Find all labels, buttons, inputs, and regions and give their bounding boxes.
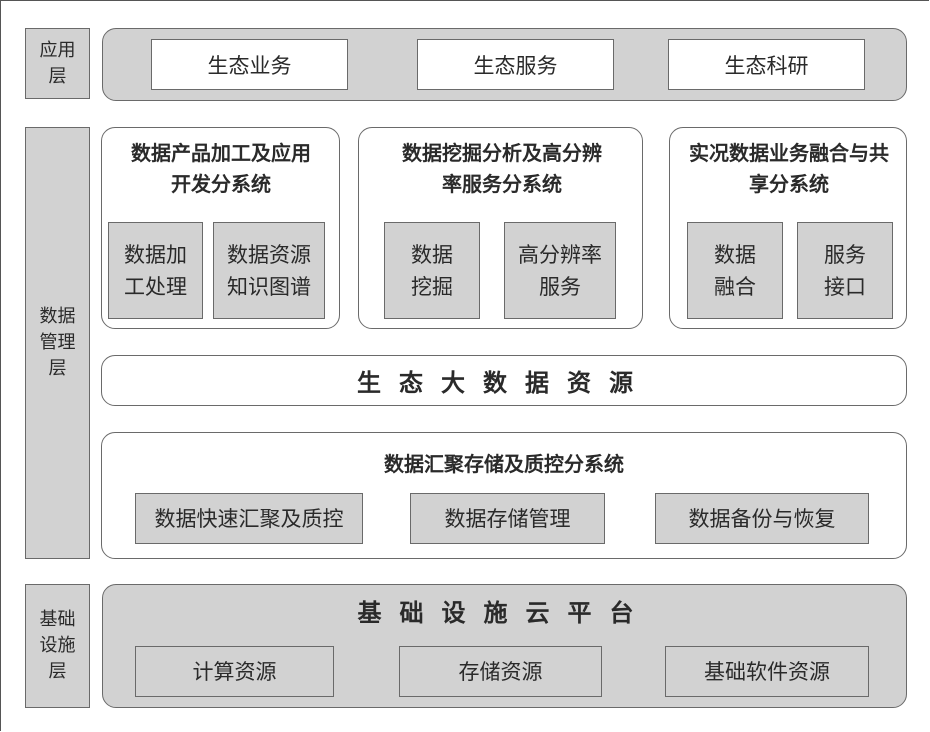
eco-big-data-resource: 生态大数据资源 [101,355,907,406]
infra-item-storage: 存储资源 [399,646,602,697]
layer-label-data-management: 数据管理层 [25,127,90,559]
mining-item-data-mining: 数据挖掘 [384,222,480,319]
infra-item-basic-software: 基础软件资源 [665,646,869,697]
infrastructure-cloud-platform-title: 基础设施云平台 [357,598,652,627]
layer-label-application: 应用层 [25,28,90,99]
subsystem-fusion-title: 实况数据业务融合与共享分系统 [689,141,889,196]
mining-item-high-res-service: 高分辨率服务 [504,222,616,319]
storage-item-fast-aggregation: 数据快速汇聚及质控 [135,493,363,544]
subsystem-product-title: 数据产品加工及应用开发分系统 [131,141,311,196]
product-item-knowledge-graph: 数据资源知识图谱 [213,222,325,319]
subsystem-storage-title: 数据汇聚存储及质控分系统 [384,452,624,476]
app-item-eco-business: 生态业务 [151,39,348,90]
product-item-processing: 数据加工处理 [108,222,203,319]
storage-item-storage-management: 数据存储管理 [410,493,605,544]
storage-item-backup-recovery: 数据备份与恢复 [655,493,869,544]
fusion-item-service-interface: 服务接口 [797,222,893,319]
app-item-eco-service: 生态服务 [417,39,614,90]
subsystem-mining-title: 数据挖掘分析及高分辨率服务分系统 [402,141,602,196]
app-item-eco-research: 生态科研 [668,39,865,90]
layer-label-infrastructure: 基础设施层 [25,584,90,708]
infra-item-compute: 计算资源 [135,646,334,697]
fusion-item-data-fusion: 数据融合 [687,222,783,319]
